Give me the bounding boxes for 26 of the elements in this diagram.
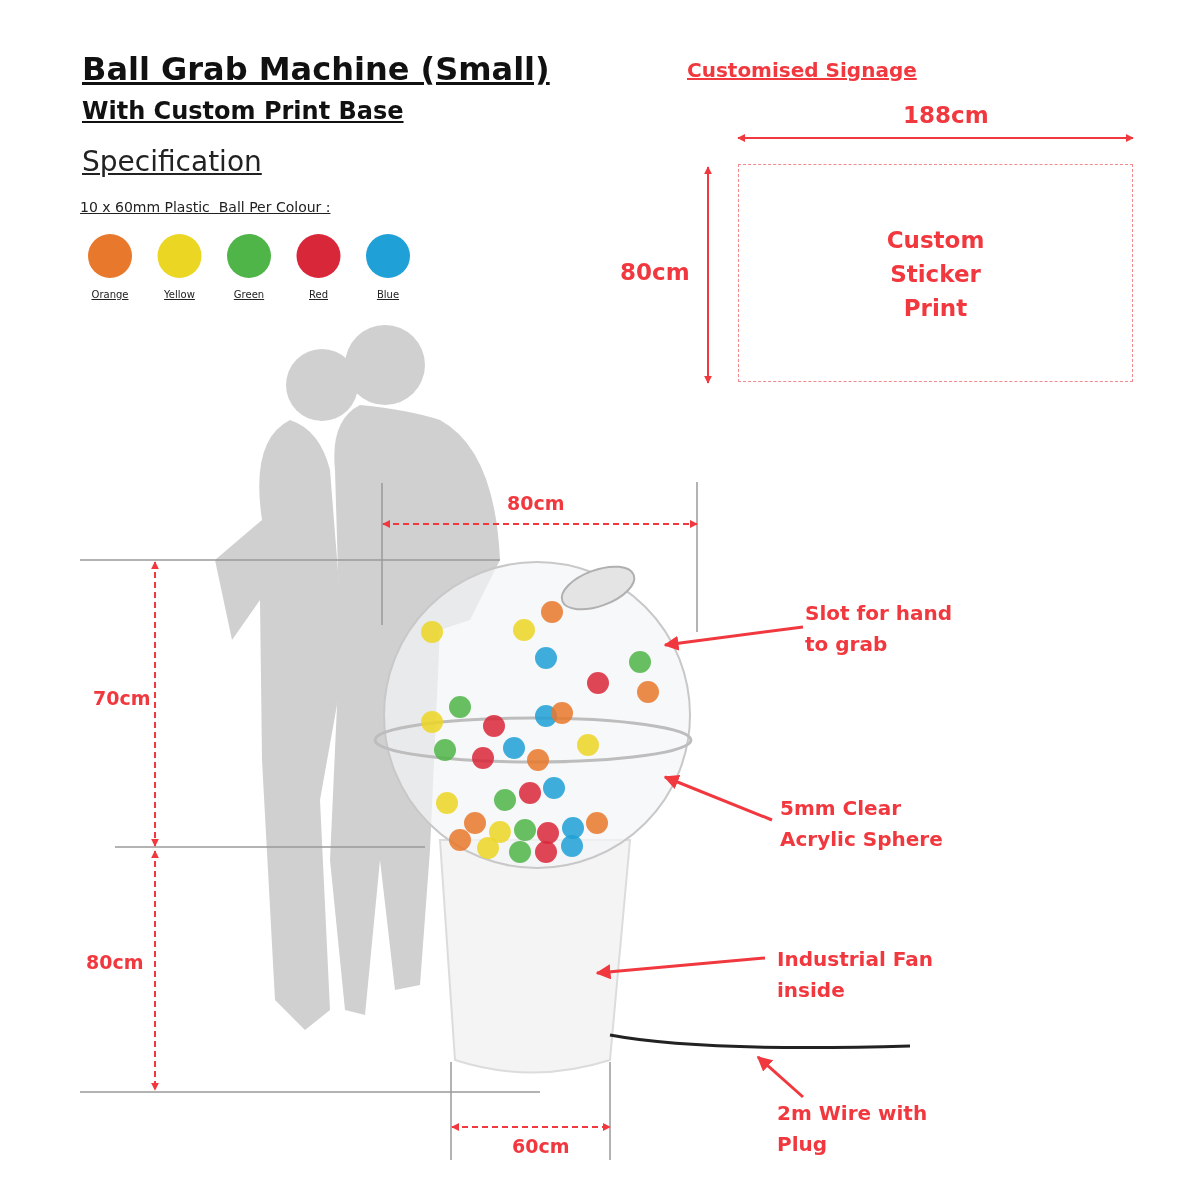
callout-text: 5mm Clear Acrylic Sphere <box>780 795 944 853</box>
title: Ball Grab Machine (Small) <box>82 50 550 88</box>
legend-label: Green <box>232 289 266 300</box>
leader-line <box>663 775 773 822</box>
leader-line <box>756 1055 804 1099</box>
section-heading: Customised Signage <box>687 58 917 82</box>
legend-label: Orange <box>90 289 130 300</box>
signage-panel <box>738 164 1133 382</box>
section-heading: Specification <box>82 145 262 178</box>
dimension-label: 70cm <box>93 687 151 709</box>
dimension-label: 80cm <box>620 259 690 285</box>
dimension-label: 80cm <box>86 951 144 973</box>
spec-note: 10 x 60mm Plastic Ball Per Colour : <box>80 199 331 215</box>
callout-text: 2m Wire with Plug <box>777 1100 929 1158</box>
signage-text: Custom Sticker Print <box>885 226 986 323</box>
dimension-label: 80cm <box>507 492 565 514</box>
callout-text: Slot for hand to grab <box>805 600 954 658</box>
leader-line <box>663 625 804 651</box>
callout-text: Industrial Fan inside <box>777 946 934 1004</box>
leader-line <box>595 956 766 980</box>
dimension-label: 60cm <box>512 1135 570 1157</box>
legend-label: Yellow <box>163 289 196 300</box>
subtitle: With Custom Print Base <box>82 97 404 125</box>
legend-label: Blue <box>375 289 401 300</box>
dimension-label: 188cm <box>903 102 989 128</box>
legend-label: Red <box>308 289 329 300</box>
